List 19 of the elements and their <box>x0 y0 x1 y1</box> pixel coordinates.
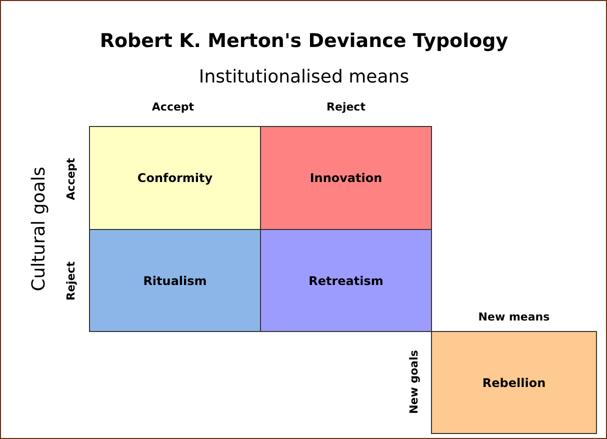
cell-label: Innovation <box>310 171 382 185</box>
row-header: Reject <box>64 262 78 300</box>
column-header: New means <box>478 310 550 324</box>
typology-cell <box>89 229 261 332</box>
axis-title: Cultural goals <box>28 166 50 292</box>
row-header: New goals <box>408 350 420 414</box>
cell-label: Ritualism <box>143 274 207 288</box>
column-header: Reject <box>326 100 366 114</box>
diagram-title: Robert K. Merton's Deviance Typology <box>100 30 508 52</box>
typology-cell <box>89 126 261 230</box>
cell-label: Retreatism <box>308 274 384 288</box>
typology-cell <box>260 229 432 332</box>
cell-label: Rebellion <box>482 376 546 390</box>
axis-title: Institutionalised means <box>198 66 410 88</box>
row-header: Accept <box>64 158 78 200</box>
cell-label: Conformity <box>137 171 213 185</box>
column-header: Accept <box>152 100 194 114</box>
typology-cell <box>431 331 597 434</box>
typology-cell <box>260 126 432 230</box>
